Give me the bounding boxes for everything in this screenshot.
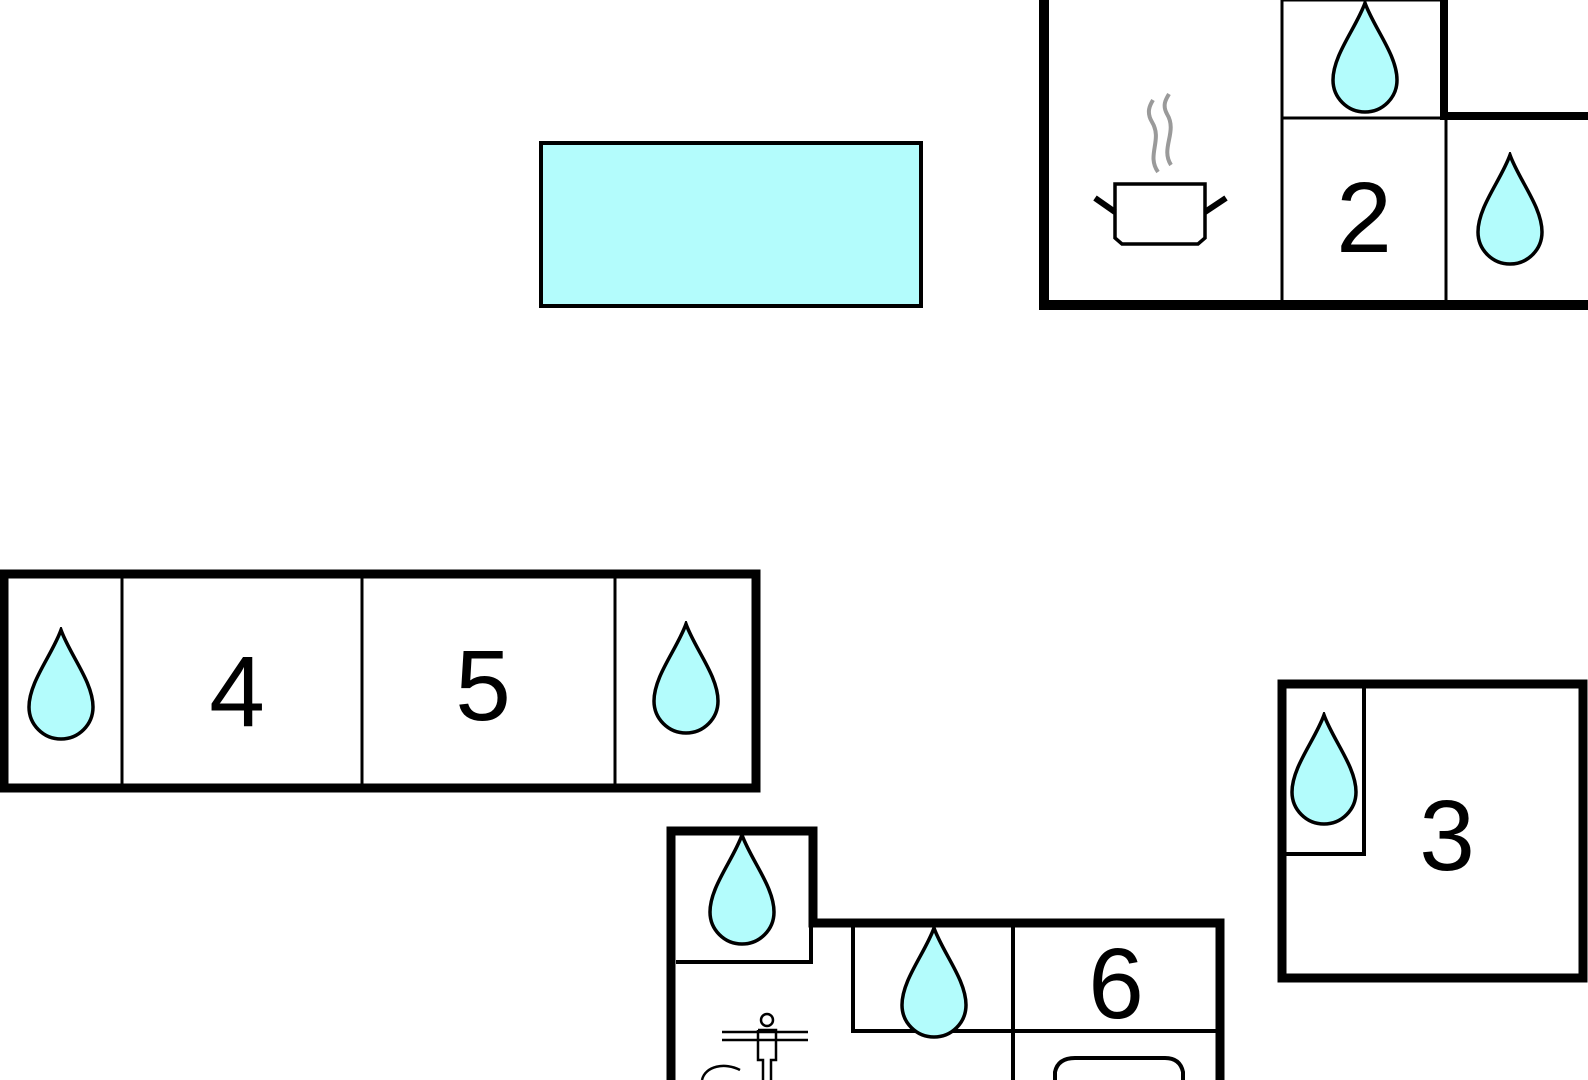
water-drop-icon bbox=[1331, 1, 1399, 114]
bathtub-icon bbox=[1053, 1056, 1185, 1080]
outer-wall bbox=[0, 569, 761, 793]
room-number: 4 bbox=[209, 636, 265, 748]
outer-wall bbox=[1440, 0, 1588, 120]
outer-wall bbox=[1277, 679, 1588, 983]
water-drop-icon bbox=[27, 628, 95, 741]
inner-wall bbox=[1286, 688, 1366, 856]
inner-wall bbox=[851, 927, 1216, 1033]
room-number: 3 bbox=[1419, 780, 1475, 892]
water-drop-icon bbox=[652, 622, 720, 735]
water-drop-icon bbox=[1476, 153, 1544, 266]
cooking-pot-icon bbox=[1093, 92, 1228, 246]
outer-wall bbox=[666, 826, 1225, 1080]
unit-left: 4 5 bbox=[0, 569, 761, 793]
unit-right: 3 bbox=[1277, 679, 1588, 983]
unit-bottom: 6 bbox=[666, 826, 1225, 1080]
person-icon bbox=[700, 1012, 808, 1080]
water-drop-icon bbox=[708, 833, 776, 946]
outer-wall bbox=[1039, 0, 1588, 310]
room-number: 5 bbox=[455, 630, 511, 742]
pool-rectangle bbox=[539, 141, 923, 308]
room-number: 2 bbox=[1336, 162, 1392, 274]
water-drop-icon bbox=[1290, 713, 1358, 826]
unit-top-right: 2 bbox=[1039, 0, 1588, 310]
room-number: 6 bbox=[1088, 928, 1144, 1040]
water-drop-icon bbox=[900, 926, 968, 1039]
